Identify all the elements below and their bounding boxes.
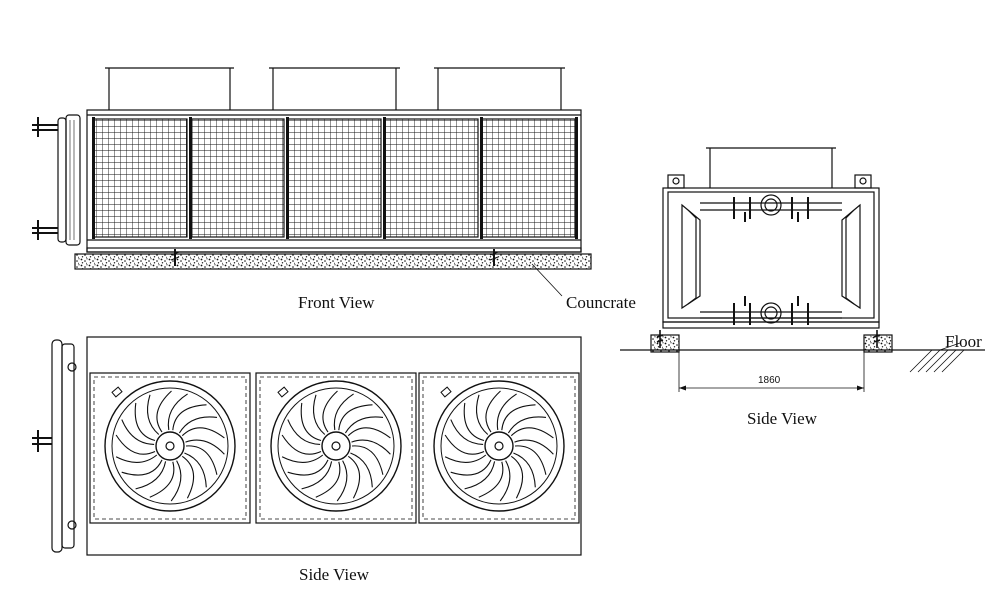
grille-panel bbox=[286, 117, 382, 239]
dimension-label: 1860 bbox=[758, 375, 781, 386]
anchor-bolt bbox=[489, 249, 499, 266]
fan-blade bbox=[300, 394, 326, 442]
grille-panel bbox=[383, 117, 479, 239]
concrete-label: Councrate bbox=[566, 293, 636, 312]
fan-blade bbox=[444, 419, 485, 455]
header-left bbox=[32, 339, 77, 553]
fan-blade bbox=[134, 394, 160, 442]
front-view bbox=[32, 67, 592, 297]
fan-blade bbox=[485, 390, 517, 433]
side-view-right-label: Side View bbox=[747, 409, 817, 428]
fan-shroud bbox=[270, 380, 402, 512]
fan-panels bbox=[89, 372, 580, 524]
front-view-label: Front View bbox=[298, 293, 375, 312]
fan-shroud bbox=[104, 380, 236, 512]
fan-deck-body bbox=[86, 336, 582, 556]
fan-blade bbox=[510, 427, 554, 455]
grille-panel bbox=[92, 117, 188, 239]
fan-blade bbox=[172, 404, 218, 434]
floor-hatch bbox=[909, 349, 965, 373]
fan-unit bbox=[418, 372, 580, 524]
fan-hub bbox=[484, 431, 514, 461]
fan-shroud bbox=[433, 380, 565, 512]
fan-blade bbox=[115, 454, 163, 476]
lifting-lug-right bbox=[854, 174, 872, 189]
fan-blade bbox=[156, 390, 188, 433]
fan-blade bbox=[347, 427, 391, 455]
concrete-leader bbox=[531, 263, 563, 297]
grille-panel bbox=[480, 117, 576, 239]
floor-label: Floor bbox=[945, 332, 982, 351]
fan-hub bbox=[321, 431, 351, 461]
grille-panels bbox=[92, 117, 578, 239]
fan-unit bbox=[89, 372, 251, 524]
fan-blade bbox=[463, 394, 489, 442]
fan-unit bbox=[255, 372, 417, 524]
fan-stack-3 bbox=[434, 67, 565, 110]
fan-blade bbox=[322, 390, 354, 433]
fan-blade bbox=[301, 461, 341, 498]
fan-stack-1 bbox=[105, 67, 234, 110]
top-header-pipe bbox=[733, 194, 809, 222]
fan-blade bbox=[115, 419, 156, 455]
concrete-block-left bbox=[650, 334, 680, 353]
fan-blade bbox=[501, 404, 547, 434]
fan-stack-2 bbox=[269, 67, 400, 110]
fan-blade bbox=[499, 455, 524, 502]
grille-panel bbox=[189, 117, 285, 239]
lifting-lug-left bbox=[667, 174, 685, 189]
fan-blade bbox=[184, 445, 218, 488]
inlet-header bbox=[32, 114, 81, 246]
fan-blade bbox=[350, 445, 384, 488]
fan-blade bbox=[464, 461, 504, 498]
side-view-bottom bbox=[32, 336, 582, 556]
fan-blade bbox=[181, 427, 225, 455]
bottom-header-pipe bbox=[733, 296, 809, 325]
fan-blade bbox=[135, 461, 175, 498]
dimension-1860 bbox=[678, 352, 865, 392]
fan-blade bbox=[336, 455, 361, 502]
fan-blade bbox=[170, 455, 195, 502]
fan-blade bbox=[281, 454, 329, 476]
side-view-bottom-label: Side View bbox=[299, 565, 369, 584]
fan-hub bbox=[155, 431, 185, 461]
side-view-right bbox=[620, 147, 985, 392]
concrete-pad bbox=[74, 253, 592, 270]
fan-blade bbox=[513, 445, 547, 488]
fan-blade bbox=[338, 404, 384, 434]
anchor-bolt bbox=[170, 249, 180, 266]
fan-blade bbox=[444, 454, 492, 476]
fan-blade bbox=[281, 419, 322, 455]
